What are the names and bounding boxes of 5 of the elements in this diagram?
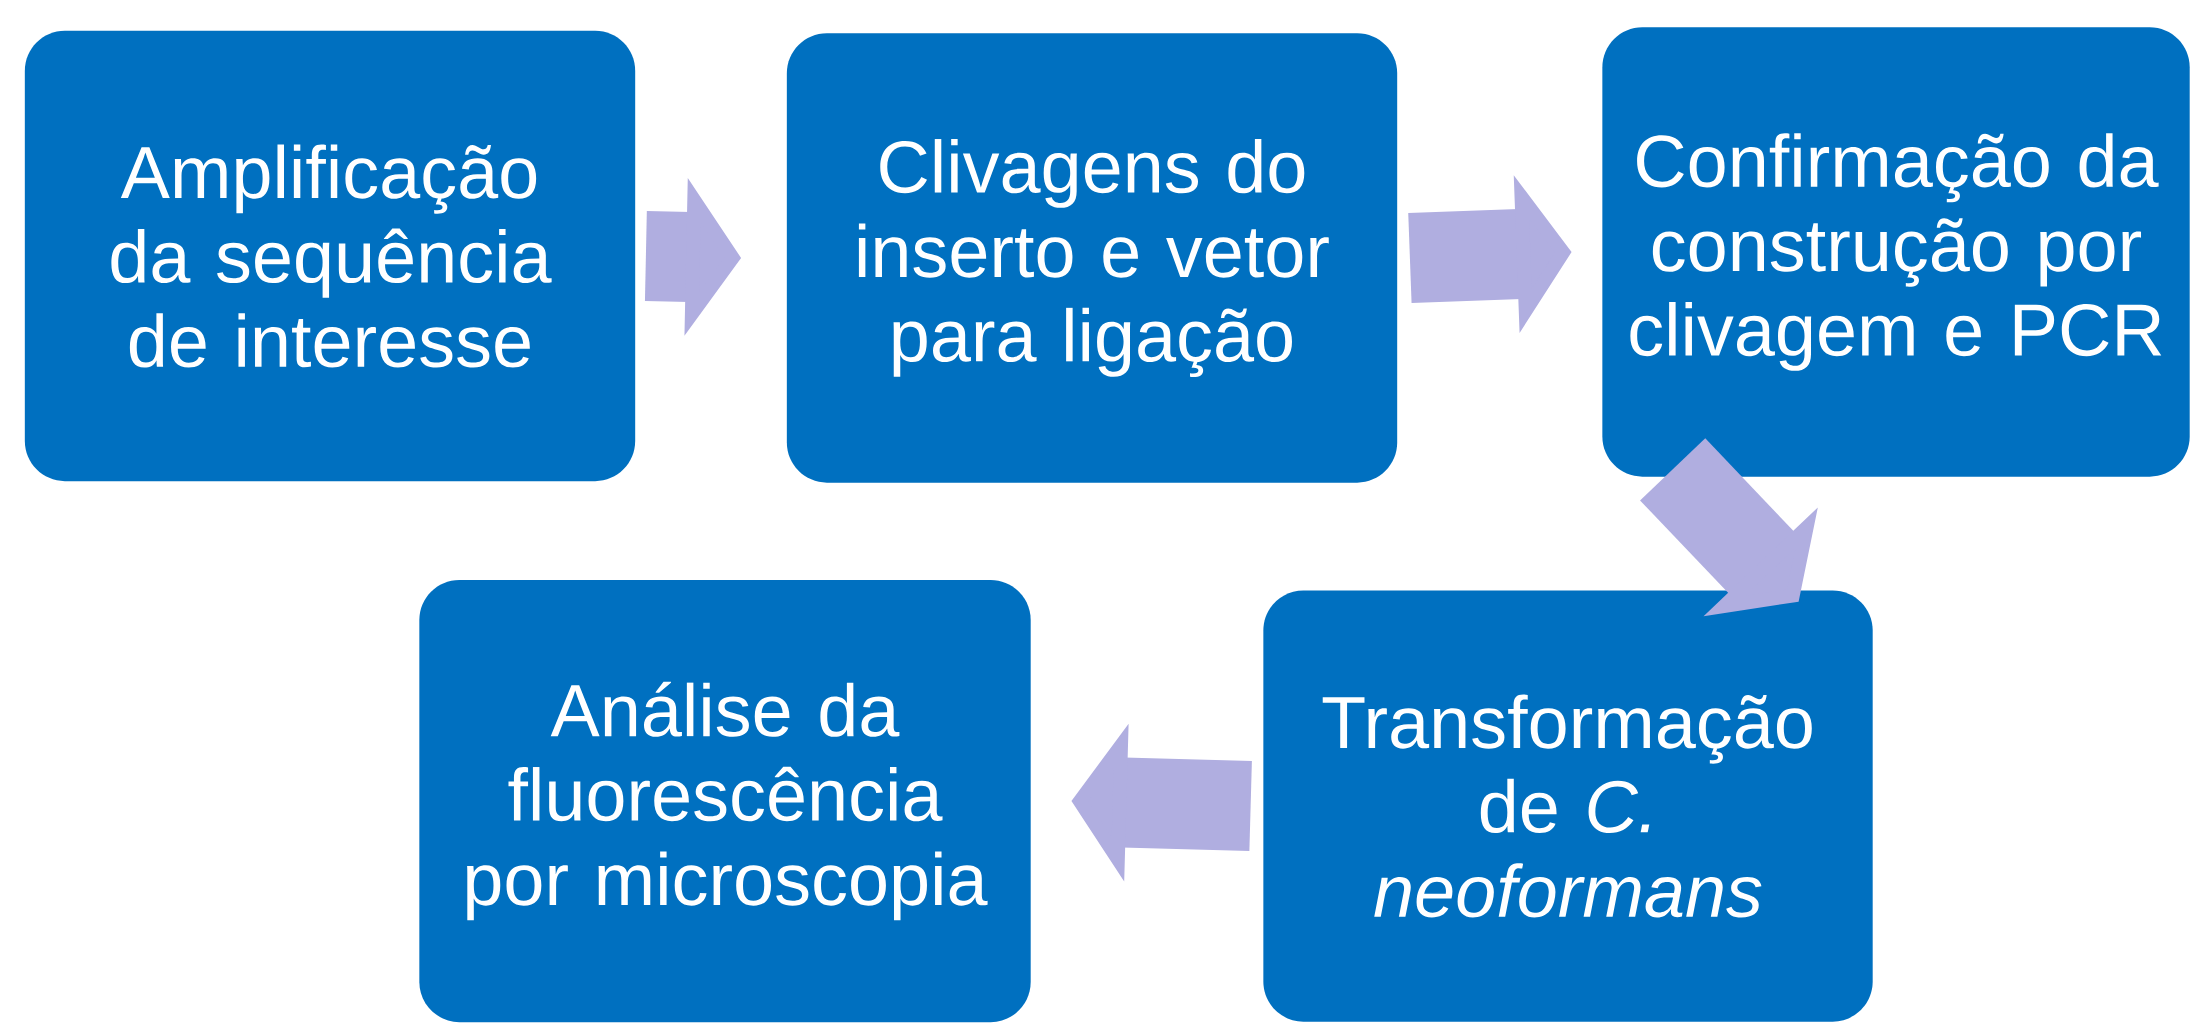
process-box: Clivagens do inserto e vetor para ligação [786, 33, 1398, 483]
process-box: Análise da fluorescência por microscopia [419, 579, 1031, 1023]
process-box: Transformação de C. neoformans [1263, 590, 1873, 1022]
process-box: Amplificação da sequência de interesse [24, 30, 636, 482]
process-box: Confirmação da construção por clivagem e PCR [1602, 27, 2190, 477]
